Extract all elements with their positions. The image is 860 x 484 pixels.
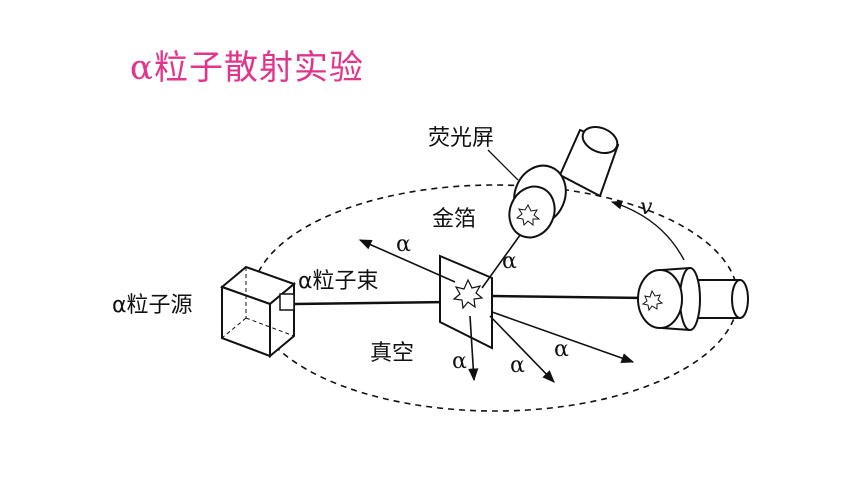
velocity-label: v bbox=[640, 195, 653, 220]
scatter-ray-down bbox=[468, 315, 479, 382]
gold-foil-label: 金箔 bbox=[432, 207, 476, 232]
fluorescent-screen-label: 荧光屏 bbox=[428, 126, 494, 151]
alpha-beam-label: α粒子束 bbox=[298, 269, 379, 294]
alpha-label-backscatter: α bbox=[396, 232, 411, 257]
screen-label-leader bbox=[487, 149, 519, 181]
alpha-label-down: α bbox=[452, 349, 467, 374]
scatter-ray-right bbox=[491, 311, 635, 363]
vacuum-label: 真空 bbox=[370, 341, 414, 366]
fluorescent-screen-detector-top bbox=[508, 125, 620, 239]
slide-title: α粒子散射实验 bbox=[130, 48, 364, 88]
transmitted-beam-line bbox=[491, 294, 649, 300]
alpha-label-right: α bbox=[554, 337, 569, 362]
alpha-beam-line bbox=[293, 300, 451, 306]
rotation-arrow bbox=[610, 200, 685, 261]
alpha-label-screen-ray: α bbox=[502, 249, 517, 274]
scatter-ray-down-right bbox=[489, 315, 555, 383]
backscatter-ray bbox=[358, 239, 456, 283]
alpha-label-down-right: α bbox=[510, 353, 525, 378]
fluorescent-screen-detector-right bbox=[637, 267, 749, 331]
alpha-source-label: α粒子源 bbox=[112, 293, 193, 318]
alpha-source-box bbox=[220, 265, 296, 359]
impact-star-foil bbox=[452, 278, 484, 310]
